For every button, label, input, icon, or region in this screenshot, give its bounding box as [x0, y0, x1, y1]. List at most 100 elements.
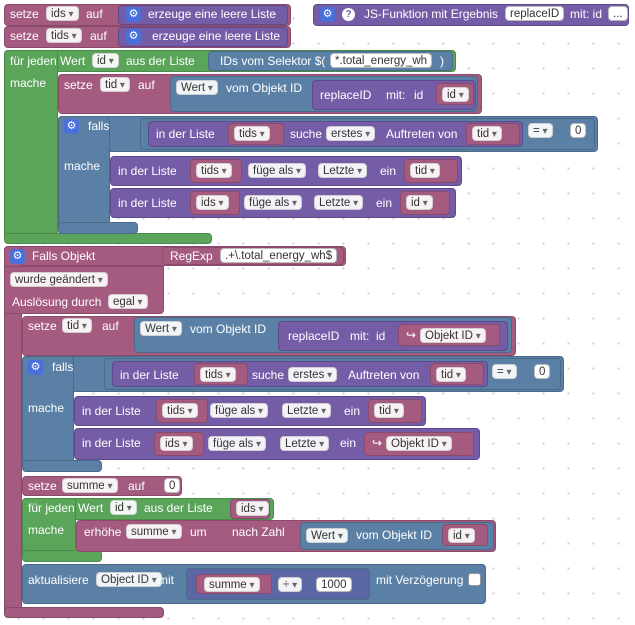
set-tid-1-prefix: setze — [64, 78, 93, 92]
if-2-do-label: mache — [28, 401, 65, 415]
add-4-list-dropdown[interactable]: ids — [160, 436, 193, 451]
set-tid-2-var-dropdown[interactable]: tid — [62, 318, 92, 333]
add-4-inlist: in der Liste — [82, 436, 141, 450]
empty-list-block-1[interactable] — [118, 5, 288, 25]
replace-2-func: replaceID — [288, 329, 340, 343]
indexof-1-list-dropdown[interactable]: tids — [234, 126, 270, 141]
get-value-3-arg-dropdown[interactable]: id — [448, 528, 475, 543]
add-4-in: ein — [340, 436, 357, 450]
set-sum-value-field[interactable]: 0 — [164, 478, 181, 493]
indexof-2-list-dropdown[interactable]: tids — [200, 367, 236, 382]
selector-field[interactable]: *.total_energy_wh — [330, 53, 433, 68]
replace-1-id: id — [414, 88, 424, 102]
add-1-arg-dropdown[interactable]: tid — [410, 163, 440, 178]
add-2-pos-dropdown[interactable]: Letzte — [314, 195, 364, 210]
trigger-by-dropdown[interactable]: egal — [108, 294, 148, 309]
compare-1-op-dropdown[interactable]: = — [528, 123, 553, 138]
update-with-label: mit — [158, 573, 174, 587]
question-icon[interactable]: ? — [342, 8, 355, 21]
add-3-inlist: in der Liste — [82, 404, 141, 418]
set-sum-prefix: setze — [28, 479, 57, 493]
set-ids-prefix: setze — [10, 7, 39, 21]
add-1-list-dropdown[interactable]: tids — [196, 163, 232, 178]
increment-var-dropdown[interactable]: summe — [126, 524, 182, 539]
trigger-label: Falls Objekt — [32, 249, 96, 263]
divide-num-field[interactable]: 1000 — [316, 577, 352, 592]
update-delay-checkbox[interactable] — [468, 573, 481, 586]
divide-var-dropdown[interactable]: summe — [204, 577, 260, 592]
add-2-arg-dropdown[interactable]: id — [406, 195, 433, 210]
if-1-bottom — [58, 222, 138, 234]
replace-1-mit: mit: — [386, 88, 406, 102]
foreach-2-list-dropdown[interactable]: ids — [236, 501, 269, 516]
foreach-loop-2-bottom — [22, 550, 102, 562]
divide-op-dropdown[interactable]: ÷ — [278, 577, 303, 592]
gear-icon[interactable]: ⚙ — [320, 7, 335, 22]
add-4-arg-dropdown[interactable]: Objekt ID — [386, 436, 452, 451]
set-ids-var-dropdown[interactable]: ids — [46, 6, 79, 21]
set-tids-prefix: setze — [10, 29, 39, 43]
set-tids-var-dropdown[interactable]: tids — [46, 28, 82, 43]
gear-icon[interactable]: ⚙ — [126, 29, 141, 44]
gear-icon[interactable]: ⚙ — [64, 119, 79, 134]
trigger-changed-dropdown[interactable]: wurde geändert — [10, 272, 108, 287]
foreach-loop-2-side — [22, 498, 76, 560]
set-tid-2-op: auf — [102, 319, 119, 333]
increment-op: um — [190, 525, 207, 539]
update-target-dropdown[interactable]: Object ID — [96, 572, 162, 587]
empty-list-label-1: erzeuge eine leere Liste — [148, 7, 277, 21]
replace-1-arg-dropdown[interactable]: id — [442, 87, 469, 102]
add-1-action-dropdown[interactable]: füge als — [248, 163, 307, 178]
add-3-pos-dropdown[interactable]: Letzte — [282, 403, 332, 418]
indexof-2-occ: Auftreten von — [348, 368, 420, 382]
set-sum-op: auf — [128, 479, 145, 493]
add-1-pos-dropdown[interactable]: Letzte — [318, 163, 368, 178]
indexof-1-mode-dropdown[interactable]: erstes — [326, 126, 376, 141]
increment-num-label: nach Zahl — [232, 525, 285, 539]
set-tid-2-prefix: setze — [28, 319, 57, 333]
set-sum-var-dropdown[interactable]: summe — [62, 478, 118, 493]
trigger-bottom — [4, 607, 164, 618]
get-value-1-prop-dropdown[interactable]: Wert — [176, 80, 218, 95]
if-1-do-label: mache — [64, 159, 101, 173]
foreach-1-label: für jeden Wert — [10, 54, 86, 68]
set-tid-1-var-dropdown[interactable]: tid — [100, 77, 130, 92]
foreach-1-var-dropdown[interactable]: id — [92, 53, 119, 68]
get-value-3-from-label: vom Objekt ID — [356, 528, 433, 542]
empty-list-label-2: erzeuge eine leere Liste — [152, 29, 281, 43]
gear-icon[interactable]: ⚙ — [10, 249, 25, 264]
get-value-2-prop-dropdown[interactable]: Wert — [140, 321, 182, 336]
foreach-2-var-dropdown[interactable]: id — [110, 500, 137, 515]
indexof-2-search: suche — [252, 368, 285, 382]
empty-list-block-2[interactable] — [118, 27, 288, 47]
add-4-pos-dropdown[interactable]: Letzte — [280, 436, 330, 451]
js-function-more-button[interactable]: ... — [608, 6, 628, 21]
foreach-1-do-label: mache — [10, 76, 47, 90]
compare-2-op-dropdown[interactable]: = — [492, 364, 517, 379]
if-2-side — [22, 356, 74, 470]
add-3-action-dropdown[interactable]: füge als — [210, 403, 269, 418]
indexof-2-arg-dropdown[interactable]: tid — [436, 367, 466, 382]
gear-icon[interactable]: ⚙ — [28, 360, 43, 375]
add-4-action-dropdown[interactable]: füge als — [208, 436, 267, 451]
replace-2-mit: mit: — [350, 329, 370, 343]
add-2-list-dropdown[interactable]: ids — [196, 195, 229, 210]
indexof-1-search: suche — [290, 127, 323, 141]
add-2-action-dropdown[interactable]: füge als — [244, 195, 303, 210]
indexof-1-inlist: in der Liste — [156, 127, 215, 141]
regexp-field[interactable]: .+\.total_energy_wh$ — [220, 248, 338, 263]
update-delay-label: mit Verzögerung — [376, 573, 464, 587]
add-3-in: ein — [344, 404, 361, 418]
js-function-name-field[interactable]: replaceID — [505, 6, 565, 21]
add-3-arg-dropdown[interactable]: tid — [374, 403, 404, 418]
get-value-3-prop-dropdown[interactable]: Wert — [306, 528, 348, 543]
compare-1-num-field[interactable]: 0 — [570, 123, 587, 138]
replace-2-arg-dropdown[interactable]: Objekt ID — [420, 328, 486, 343]
gear-icon[interactable]: ⚙ — [126, 7, 141, 22]
compare-2-num-field[interactable]: 0 — [534, 364, 551, 379]
foreach-2-label: für jeden Wert — [28, 501, 104, 515]
indexof-2-mode-dropdown[interactable]: erstes — [288, 367, 338, 382]
indexof-1-arg-dropdown[interactable]: tid — [472, 126, 502, 141]
add-2-inlist: in der Liste — [118, 196, 177, 210]
add-3-list-dropdown[interactable]: tids — [162, 403, 198, 418]
